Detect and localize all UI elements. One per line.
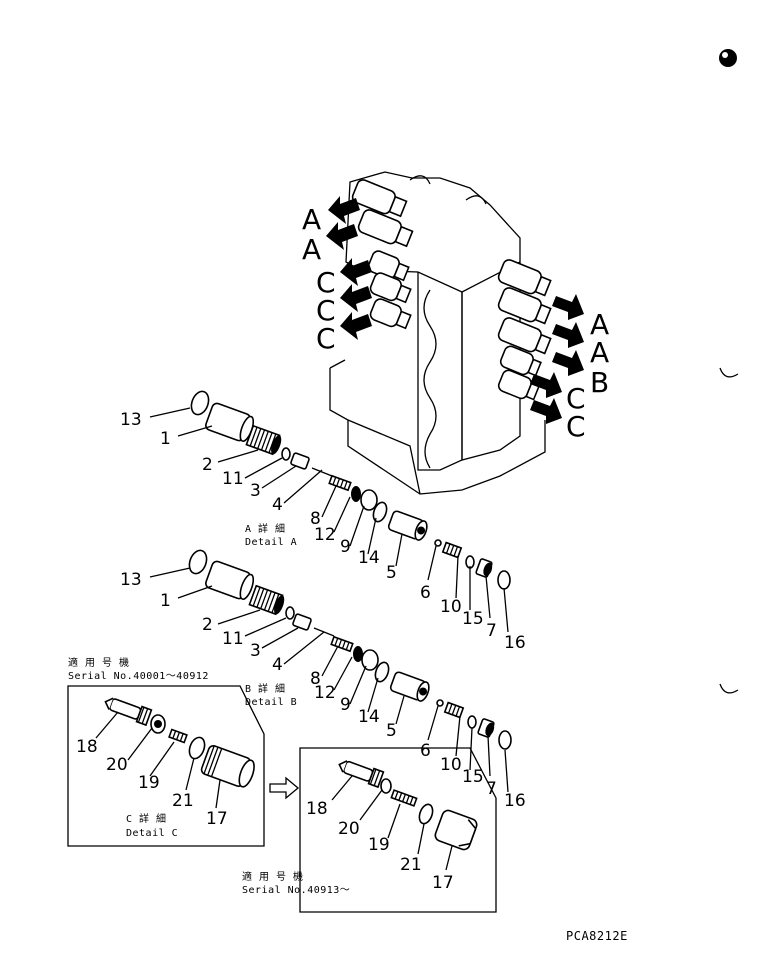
part-label: 8 bbox=[310, 669, 321, 689]
view-label-c: C bbox=[566, 382, 586, 415]
part-label: 10 bbox=[440, 597, 462, 617]
part-label: 6 bbox=[420, 583, 431, 603]
view-label-b: B bbox=[590, 366, 609, 399]
part-label: 2 bbox=[202, 615, 213, 635]
part-label: 3 bbox=[250, 641, 261, 661]
view-label-c: C bbox=[316, 322, 336, 355]
view-arrows-right bbox=[530, 294, 584, 424]
part-label: 16 bbox=[504, 633, 526, 653]
part-label: 13 bbox=[120, 410, 142, 430]
part-label: 18 bbox=[306, 799, 328, 819]
valve-plugs-right bbox=[497, 259, 552, 401]
detail-a-leaders bbox=[149, 407, 509, 633]
part-label: 6 bbox=[420, 741, 431, 761]
detail-c-caption-en: Detail C bbox=[126, 828, 178, 839]
part-label: 15 bbox=[462, 609, 484, 629]
part-label: 21 bbox=[172, 791, 194, 811]
detail-c-old-leaders bbox=[95, 711, 221, 809]
part-label: 18 bbox=[76, 737, 98, 757]
detail-a-caption-en: Detail A bbox=[245, 537, 297, 548]
serial-old-caption-en: Serial No.40001～40912 bbox=[68, 671, 209, 682]
serial-new-caption-jp: 適 用 号 機 bbox=[242, 870, 304, 883]
view-arrows-left bbox=[326, 196, 372, 340]
detail-c-old-frame bbox=[67, 685, 265, 847]
detail-c-new-parts bbox=[338, 760, 478, 851]
view-label-c: C bbox=[316, 266, 336, 299]
part-label: 19 bbox=[368, 835, 390, 855]
part-label: 4 bbox=[272, 495, 283, 515]
part-label: 7 bbox=[486, 621, 497, 641]
binding-mark-icon bbox=[719, 367, 739, 378]
serial-new-caption-en: Serial No.40913～ bbox=[242, 885, 350, 896]
corner-mark-icon bbox=[719, 49, 737, 67]
part-label: 11 bbox=[222, 629, 244, 649]
detail-c-old-parts bbox=[104, 697, 255, 788]
valve-plugs-left bbox=[351, 179, 414, 330]
part-label: 5 bbox=[386, 563, 397, 583]
detail-b-parts bbox=[188, 549, 512, 750]
view-label-c: C bbox=[316, 294, 336, 327]
binding-mark-icon bbox=[719, 683, 739, 694]
part-label: 1 bbox=[160, 429, 171, 449]
part-label: 21 bbox=[400, 855, 422, 875]
view-label-c: C bbox=[566, 410, 586, 443]
part-label: 17 bbox=[432, 873, 454, 893]
part-label: 7 bbox=[486, 779, 497, 799]
view-label-a: A bbox=[302, 203, 321, 236]
part-label: 16 bbox=[504, 791, 526, 811]
detail-a-caption-jp: A 詳 細 bbox=[245, 522, 286, 535]
part-label: 2 bbox=[202, 455, 213, 475]
part-label: 8 bbox=[310, 509, 321, 529]
detail-c-new-leaders bbox=[331, 775, 453, 871]
detail-c-caption-jp: C 詳 細 bbox=[126, 812, 167, 825]
part-label: 13 bbox=[120, 570, 142, 590]
detail-b-leaders bbox=[149, 567, 509, 793]
part-label: 15 bbox=[462, 767, 484, 787]
part-label: 5 bbox=[386, 721, 397, 741]
part-label: 9 bbox=[340, 695, 351, 715]
part-label: 20 bbox=[106, 755, 128, 775]
part-label: 12 bbox=[314, 683, 336, 703]
part-label: 4 bbox=[272, 655, 283, 675]
part-label: 11 bbox=[222, 469, 244, 489]
part-label: 14 bbox=[358, 707, 380, 727]
part-label: 1 bbox=[160, 591, 171, 611]
part-label: 17 bbox=[206, 809, 228, 829]
change-arrow-icon bbox=[269, 776, 300, 800]
part-label: 9 bbox=[340, 537, 351, 557]
detail-b-caption-en: Detail B bbox=[245, 697, 297, 708]
serial-old-caption-jp: 適 用 号 機 bbox=[68, 656, 130, 669]
view-label-a: A bbox=[302, 233, 321, 266]
part-label: 3 bbox=[250, 481, 261, 501]
view-label-a: A bbox=[590, 308, 609, 341]
part-label: 12 bbox=[314, 525, 336, 545]
detail-c-new-frame bbox=[299, 747, 497, 913]
part-label: 14 bbox=[358, 548, 380, 568]
detail-b-caption-jp: B 詳 細 bbox=[245, 682, 286, 695]
part-label: 19 bbox=[138, 773, 160, 793]
part-label: 10 bbox=[440, 755, 462, 775]
part-label: 20 bbox=[338, 819, 360, 839]
drawing-code: PCA8212E bbox=[566, 929, 628, 943]
view-label-a: A bbox=[590, 336, 609, 369]
